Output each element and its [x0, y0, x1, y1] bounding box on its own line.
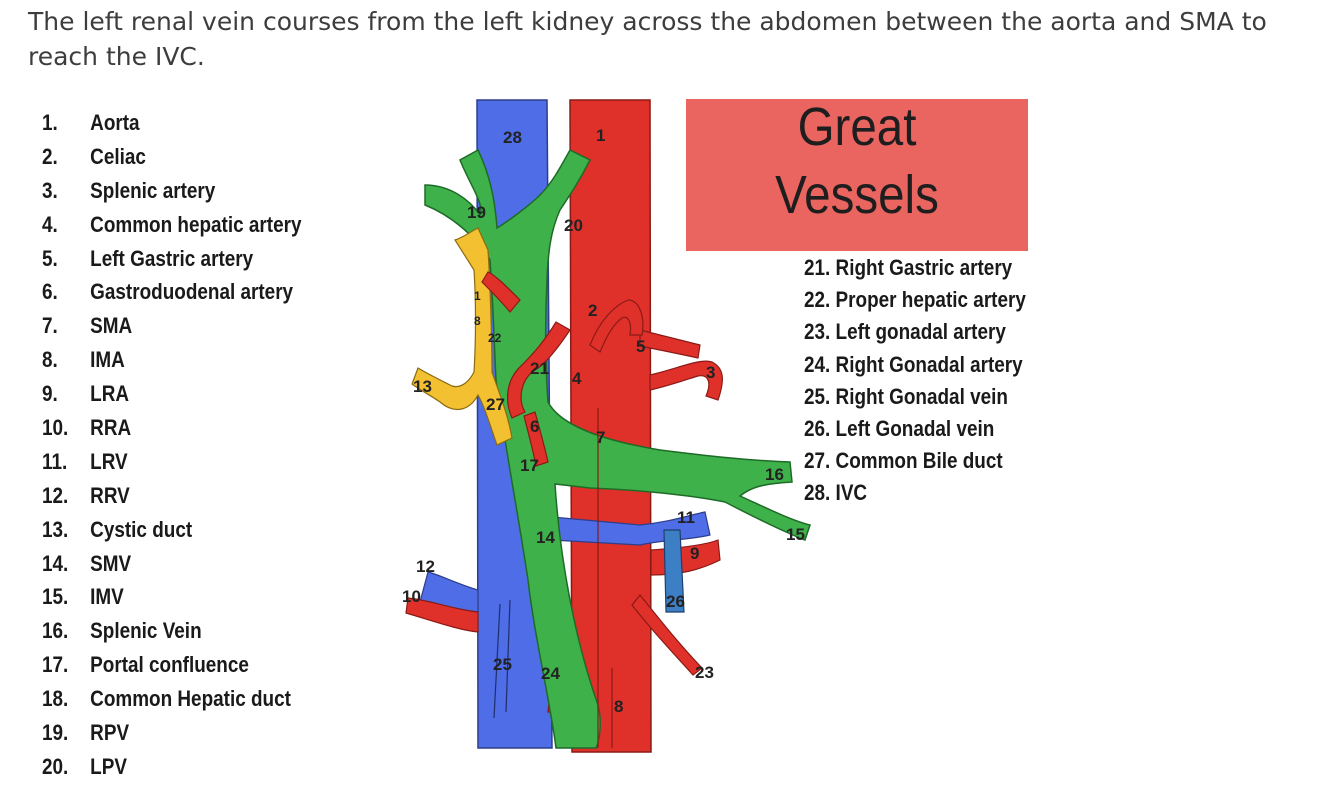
left-gonadal-vein-shape: [663, 529, 685, 613]
title-line-1: Great: [797, 97, 917, 157]
legend-item: 26. Left Gonadal vein: [804, 415, 995, 441]
label-14: 14: [536, 528, 555, 547]
legend-item: 9.LRA: [42, 381, 130, 407]
right-gonadal-vein-line-2: [505, 599, 511, 713]
legend-item: 3.Splenic artery: [42, 177, 216, 203]
label-19: 19: [467, 203, 486, 222]
label-12: 12: [416, 557, 435, 576]
label-15: 15: [786, 525, 805, 544]
right-gonadal-vein-line: [493, 603, 501, 719]
legend-item: 25. Right Gonadal vein: [804, 383, 1008, 409]
caption: The left renal vein courses from the lef…: [28, 7, 1267, 71]
legend-right: 21. Right Gastric artery 22. Proper hepa…: [804, 252, 1026, 510]
label-17: 17: [520, 456, 539, 475]
left-gastric-artery-shape: [639, 329, 701, 359]
great-vessels-title-box: Great Vessels: [686, 99, 1028, 251]
left-gonadal-artery-shape: [631, 594, 703, 676]
label-1: 1: [596, 126, 605, 145]
rra-shape: [405, 597, 479, 633]
legend-item: 21. Right Gastric artery: [804, 255, 1013, 280]
label-27: 27: [486, 395, 505, 414]
legend-item: 8.IMA: [42, 347, 125, 373]
legend-item: 11.LRV: [42, 448, 128, 474]
legend-item: 18.Common Hepatic duct: [42, 686, 291, 712]
legend-item: 6.Gastroduodenal artery: [42, 279, 294, 305]
legend-item: 14.SMV: [42, 550, 132, 576]
hepatic-artery-shape: [507, 321, 571, 419]
legend-item: 19.RPV: [42, 720, 130, 746]
label-28: 28: [503, 128, 522, 147]
label-6: 6: [530, 417, 539, 436]
label-16: 16: [765, 465, 784, 484]
legend-item: 15.IMV: [42, 584, 124, 610]
label-8-small: 8: [474, 314, 481, 328]
legend-item: 20.LPV: [42, 753, 127, 779]
label-13: 13: [413, 377, 432, 396]
proper-hepatic-artery-shape: [481, 271, 521, 313]
legend-item: 10.RRA: [42, 415, 132, 441]
label-1-small: 1: [474, 289, 481, 303]
legend-item: 7.SMA: [42, 313, 133, 339]
legend-item: 27. Common Bile duct: [804, 448, 1003, 474]
legend-item: 13.Cystic duct: [42, 516, 193, 542]
legend-item: 5.Left Gastric artery: [42, 245, 254, 271]
celiac-loop-shape: [589, 299, 644, 353]
legend-item: 12.RRV: [42, 482, 130, 508]
label-26: 26: [666, 592, 685, 611]
legend-left: 1.Aorta 2.Celiac 3.Splenic artery 4.Comm…: [42, 106, 301, 784]
label-24: 24: [541, 664, 560, 683]
legend-item: 2.Celiac: [42, 143, 146, 169]
gastroduodenal-artery-shape: [523, 411, 549, 467]
legend-item: 17.Portal confluence: [42, 652, 249, 678]
label-22: 22: [488, 331, 502, 345]
legend-item: 22. Proper hepatic artery: [804, 287, 1026, 313]
legend-item: 24. Right Gonadal artery: [804, 351, 1023, 377]
label-2: 2: [588, 301, 597, 320]
legend-item: 4.Common hepatic artery: [42, 211, 302, 237]
label-3: 3: [706, 363, 715, 382]
label-8: 8: [614, 697, 623, 716]
label-11: 11: [677, 508, 695, 527]
legend-item: 1.Aorta: [42, 110, 140, 135]
label-25: 25: [493, 655, 512, 674]
label-4: 4: [572, 369, 582, 388]
label-20: 20: [564, 216, 583, 235]
splenic-artery-shape: [649, 360, 723, 401]
portal-system-shape: [424, 148, 811, 749]
title-line-2: Vessels: [775, 165, 939, 225]
label-7: 7: [596, 428, 605, 447]
label-10: 10: [402, 587, 421, 606]
legend-item: 28. IVC: [804, 480, 868, 506]
label-5: 5: [636, 337, 645, 356]
lra-shape: [650, 539, 721, 576]
legend-item: 16.Splenic Vein: [42, 618, 202, 644]
label-23: 23: [695, 663, 714, 682]
legend-item: 23. Left gonadal artery: [804, 319, 1006, 345]
label-21: 21: [530, 359, 549, 378]
label-9: 9: [690, 544, 699, 563]
